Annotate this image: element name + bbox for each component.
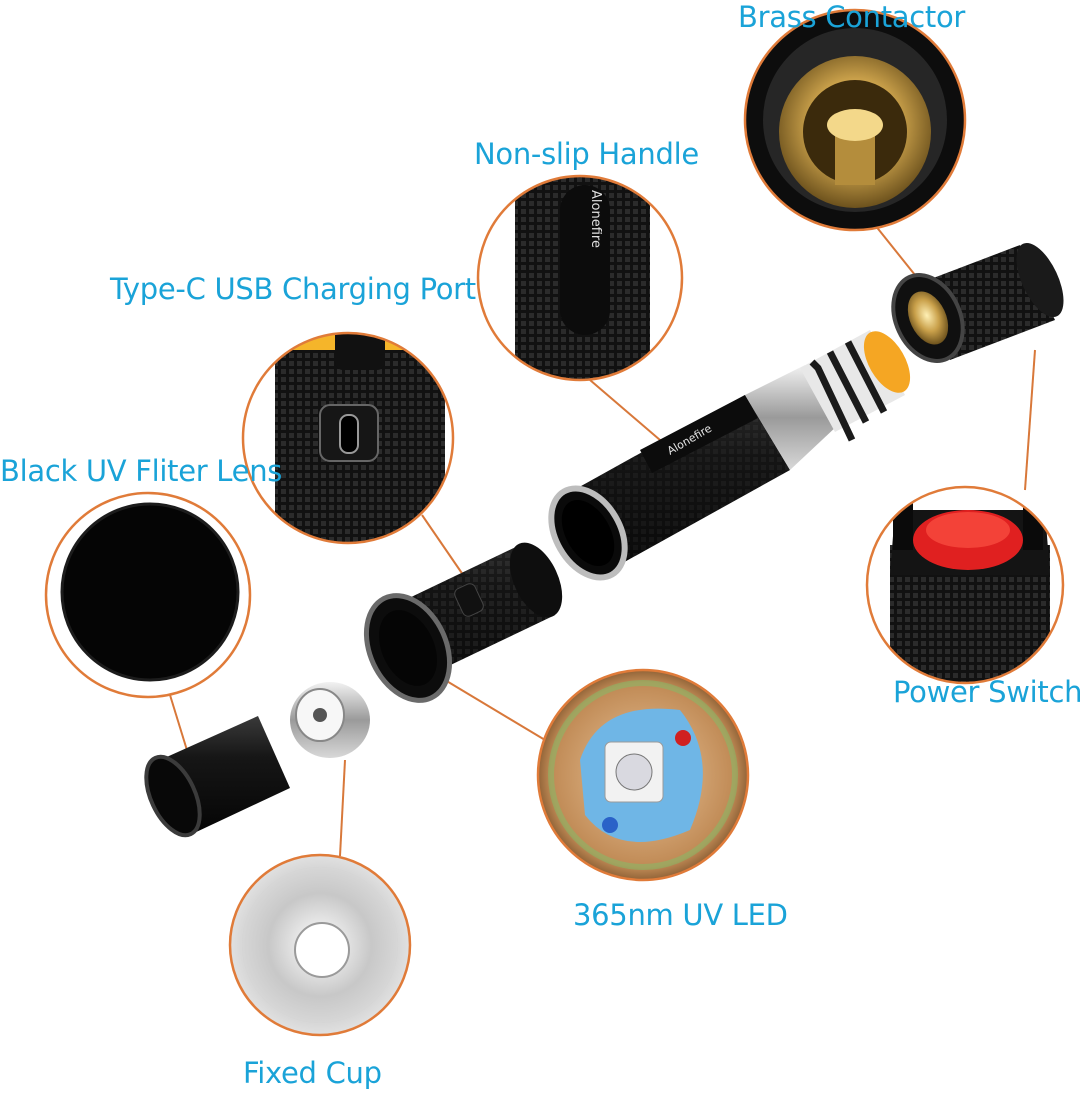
usb-port-photo-icon: [241, 331, 455, 545]
power-switch-photo-icon: [865, 485, 1065, 685]
handle-detail-logo: Alonefire: [588, 190, 603, 248]
handle-tube: Alonefire: [548, 365, 838, 581]
leader-cup: [339, 759, 346, 857]
bezel: [144, 716, 290, 838]
label-brass-contactor: Brass Contactor: [738, 0, 966, 34]
battery: [800, 330, 911, 442]
brass-contactor-photo-icon: [743, 8, 967, 232]
handle-photo-icon: Alonefire: [476, 174, 684, 382]
fixed-cup-photo-icon: [228, 853, 412, 1037]
tail-cap: [891, 242, 1064, 363]
head-section: [363, 542, 563, 703]
leader-handle: [589, 379, 661, 441]
label-type-c-port: Type-C USB Charging Port: [110, 272, 476, 306]
leader-switch: [1024, 349, 1036, 491]
leader-led: [444, 679, 546, 741]
reflector: [290, 682, 370, 758]
uv-led-photo-icon: [536, 668, 750, 882]
label-non-slip-handle: Non-slip Handle: [474, 137, 699, 171]
label-power-switch: Power Switch: [893, 675, 1080, 709]
label-black-uv-filter: Black UV Fliter Lens: [0, 454, 283, 488]
label-uv-led: 365nm UV LED: [573, 898, 788, 932]
label-fixed-cup: Fixed Cup: [243, 1056, 382, 1090]
filter-lens-photo-icon: [44, 491, 252, 699]
